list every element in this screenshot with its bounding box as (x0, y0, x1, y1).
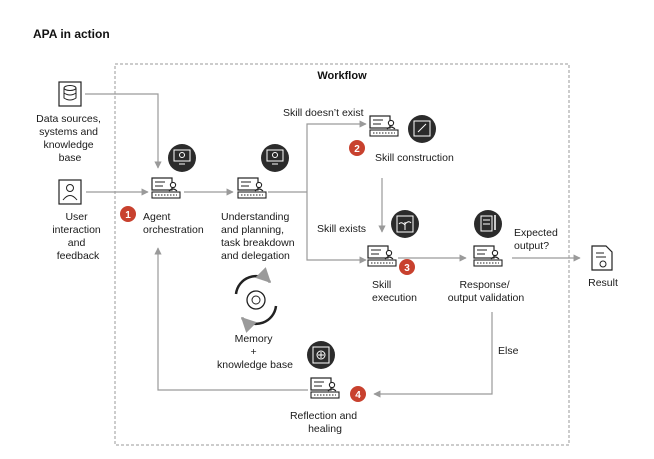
expected-output-label: Expected output? (514, 227, 561, 252)
user-label: User interaction and feedback (52, 211, 103, 262)
user-icon (58, 179, 82, 205)
skill-execution-node: 3 (367, 210, 419, 275)
agent-icon (237, 177, 267, 199)
skill-construction-label: Skill construction (375, 152, 454, 164)
page-title: APA in action (33, 27, 110, 41)
response-validation-node (473, 210, 503, 267)
agent-icon (367, 245, 397, 267)
svg-text:3: 3 (404, 263, 410, 274)
connectors (85, 93, 581, 398)
response-validation-label: Response/ output validation (448, 279, 525, 304)
reflection-label: Reflection and healing (290, 410, 360, 435)
result-document-icon (591, 245, 613, 271)
svg-text:4: 4 (355, 390, 361, 401)
else-label: Else (498, 345, 519, 357)
svg-text:1: 1 (125, 210, 131, 221)
agent-icon (151, 177, 181, 199)
result-label: Result (588, 277, 618, 289)
skill-not-exist-label: Skill doesn’t exist (283, 107, 364, 119)
agent-orchestration-node: 1 (120, 144, 196, 222)
workflow-label: Workflow (317, 70, 367, 82)
understanding-node (237, 144, 289, 199)
step-badge-1 (120, 206, 136, 222)
skill-execution-label: Skill execution (372, 279, 417, 304)
memory-label: Memory + knowledge base (217, 333, 293, 371)
svg-text:2: 2 (354, 144, 360, 155)
understanding-label: Understanding and planning, task breakdo… (221, 211, 297, 262)
step-badge-4 (350, 386, 366, 402)
step-badge-2 (349, 140, 365, 156)
database-icon (58, 81, 82, 107)
agent-orchestration-label: Agent orchestration (143, 211, 204, 236)
skill-construction-node: 2 (349, 115, 436, 156)
memory-cycle-icon (234, 267, 278, 333)
agent-icon (369, 115, 399, 137)
skill-exists-label: Skill exists (317, 223, 366, 235)
agent-icon (310, 377, 340, 399)
workflow-frame (114, 63, 570, 446)
tool-panel-icon (408, 115, 436, 143)
agent-icon (473, 245, 503, 267)
step-badge-3 (399, 259, 415, 275)
reflection-node: 4 (307, 341, 366, 402)
data-sources-label: Data sources, systems and knowledge base (36, 113, 104, 164)
